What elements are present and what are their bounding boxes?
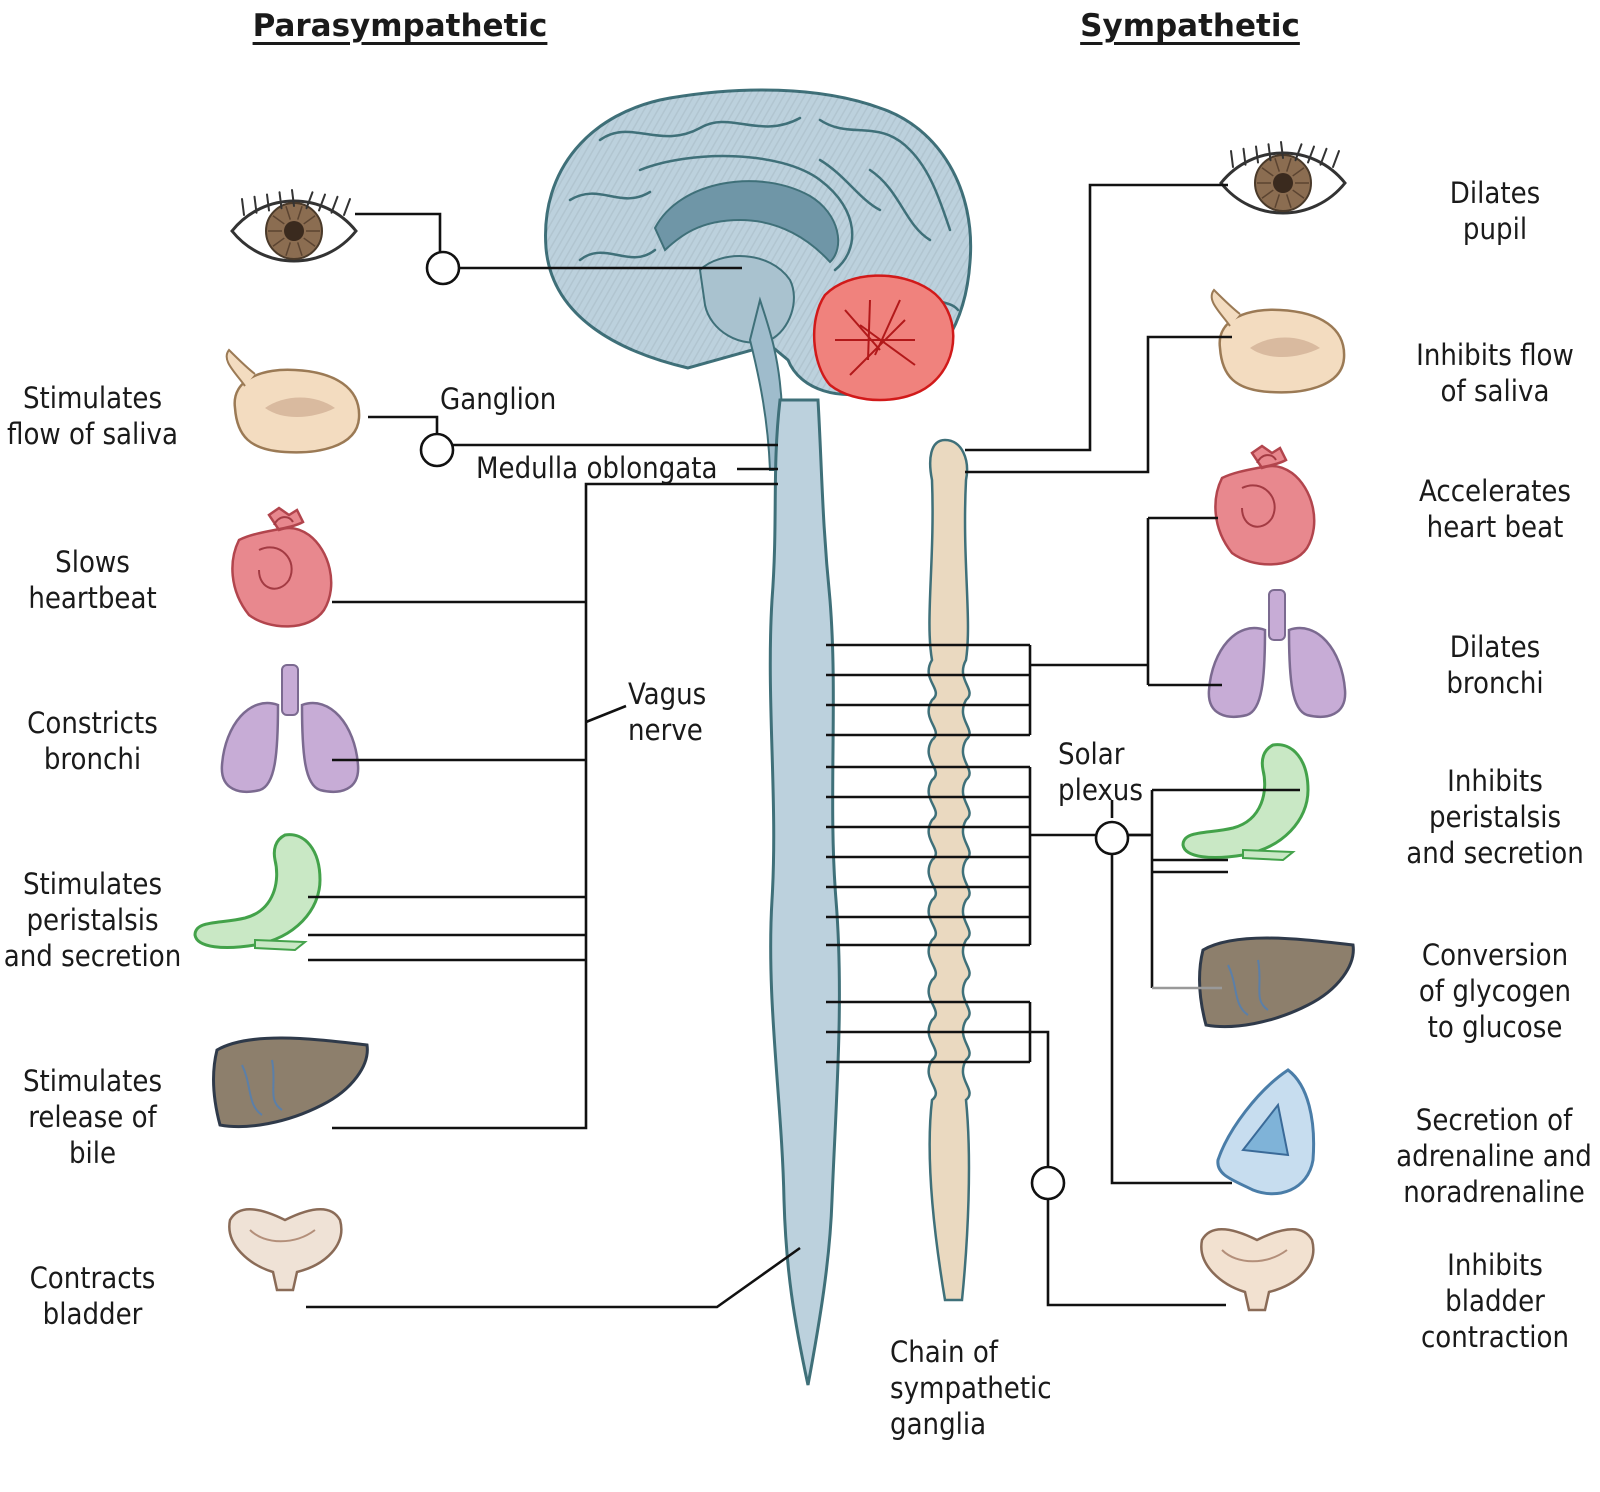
liver-icon (212, 1036, 369, 1129)
chain-of-sympathetic-ganglia-label: Chain of sympathetic ganglia (890, 1335, 1052, 1441)
ganglion-label: Ganglion (440, 382, 557, 416)
vagus-label-pointer (585, 704, 627, 724)
vagus-trunk-line (332, 482, 778, 1130)
para-effect-heart: Slows heartbeat (28, 545, 157, 615)
symp-effect-bronchi: Dilates bronchi (1446, 630, 1544, 700)
bladder-icon (228, 1208, 343, 1292)
medulla-oblongata-label: Medulla oblongata (476, 451, 718, 485)
para-effect-bronchi: Constricts bronchi (27, 706, 158, 776)
symp-effect-adrenaline: Secretion of adrenaline and noradrenalin… (1396, 1103, 1592, 1209)
symp-effect-pupil: Dilates pupil (1449, 176, 1541, 246)
solar-plexus-ganglion-icon (1094, 820, 1130, 856)
salivary-gland-icon (1210, 288, 1346, 394)
eye-icon (1219, 141, 1347, 215)
corpus-callosum (653, 180, 840, 264)
heart-icon (231, 506, 333, 628)
eye-icon (230, 189, 358, 263)
symp-effect-heart: Accelerates heart beat (1419, 474, 1571, 544)
ganglion-icon (425, 250, 461, 286)
bladder-icon (1200, 1228, 1315, 1312)
para-effect-stomach: Stimulates peristalsis and secretion (3, 867, 182, 973)
para-effect-saliva: Stimulates flow of saliva (7, 381, 178, 451)
spinal-cord (768, 398, 841, 1386)
parasympathetic-heading: Parasympathetic (252, 8, 548, 44)
stomach-icon (193, 833, 322, 952)
heart-icon (1214, 444, 1316, 566)
symp-effect-bladder: Inhibits bladder contraction (1420, 1248, 1570, 1354)
salivary-gland-icon (225, 348, 361, 454)
liver-icon (1198, 936, 1355, 1029)
symp-effect-glycogen: Conversion of glycogen to glucose (1418, 938, 1572, 1044)
vagus-nerve-label: Vagus nerve (628, 677, 707, 747)
para-effect-bladder: Contracts bladder (29, 1261, 156, 1331)
lungs-icon (1207, 589, 1347, 718)
pelvic-nerve-line (306, 1246, 801, 1309)
symp-pupil-line (965, 183, 1228, 452)
brain (544, 88, 973, 471)
stomach-icon (1181, 743, 1310, 862)
para-effect-bile: Stimulates release of bile (22, 1064, 163, 1170)
bladder-ganglion-icon (1030, 1165, 1066, 1201)
solar-plexus-label: Solar plexus (1058, 737, 1143, 807)
oculomotor-nerve-line (355, 212, 742, 270)
symp-saliva-line (965, 335, 1232, 474)
symp-effect-saliva: Inhibits flow of saliva (1416, 338, 1574, 408)
ganglion-icon (419, 432, 455, 468)
symp-lumbar-to-bladder (1030, 1030, 1226, 1307)
sympathetic-heading: Sympathetic (1080, 8, 1300, 44)
symp-adrenal-line (1110, 854, 1232, 1185)
symp-effect-stomach: Inhibits peristalsis and secretion (1406, 764, 1584, 870)
adrenal-gland-icon (1216, 1068, 1316, 1196)
lungs-icon (220, 664, 360, 793)
sympathetic-chain (927, 438, 971, 1302)
